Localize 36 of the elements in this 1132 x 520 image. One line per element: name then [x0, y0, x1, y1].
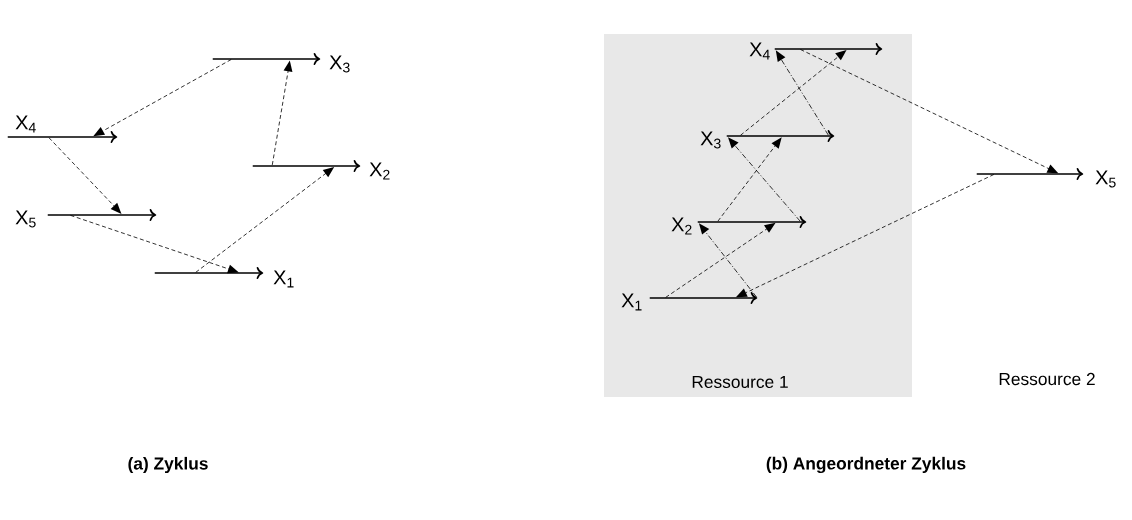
dependency-arrow	[728, 137, 801, 222]
operation-arrow	[648, 292, 758, 304]
dependency-arrow	[271, 60, 293, 166]
dependency-arrow	[195, 166, 335, 273]
operation-label: X$_{2}$	[671, 217, 692, 235]
operation-label: X$_{4}$	[749, 42, 770, 60]
dependency-arrow	[735, 174, 995, 298]
operation-label: X$_{3}$	[700, 131, 721, 149]
operation-arrow	[6, 131, 118, 143]
operation-label: X$_{3}$	[329, 55, 350, 73]
caption: (a) Zyklus	[128, 456, 208, 474]
dependency-arrow	[717, 137, 782, 222]
dependency-arrow	[93, 59, 232, 137]
dependency-arrow	[48, 137, 122, 214]
operation-arrow	[251, 160, 361, 172]
operation-label: X$_{1}$	[621, 293, 642, 311]
region-label: Ressource 2	[999, 372, 1095, 386]
operation-arrow	[696, 216, 807, 228]
operation-label: X$_{4}$	[15, 115, 36, 133]
dependency-arrow	[665, 222, 776, 298]
operation-arrow	[46, 209, 157, 221]
operation-arrow	[773, 43, 883, 55]
operation-arrow	[211, 53, 321, 65]
dependency-arrow	[800, 49, 1059, 174]
operation-label: X$_{2}$	[369, 162, 390, 180]
dependency-arrow	[740, 49, 847, 136]
operation-label: X$_{5}$	[1095, 170, 1116, 188]
caption: (b) Angeordneter Zyklus	[766, 456, 966, 474]
dependency-arrow	[775, 50, 829, 136]
operation-arrow	[153, 267, 264, 279]
operation-label: X$_{1}$	[273, 270, 294, 288]
operation-arrow	[975, 168, 1084, 180]
operation-label: X$_{5}$	[15, 210, 36, 228]
dependency-arrow	[698, 223, 757, 298]
operation-arrow	[725, 130, 835, 142]
dependency-arrow	[70, 214, 239, 274]
